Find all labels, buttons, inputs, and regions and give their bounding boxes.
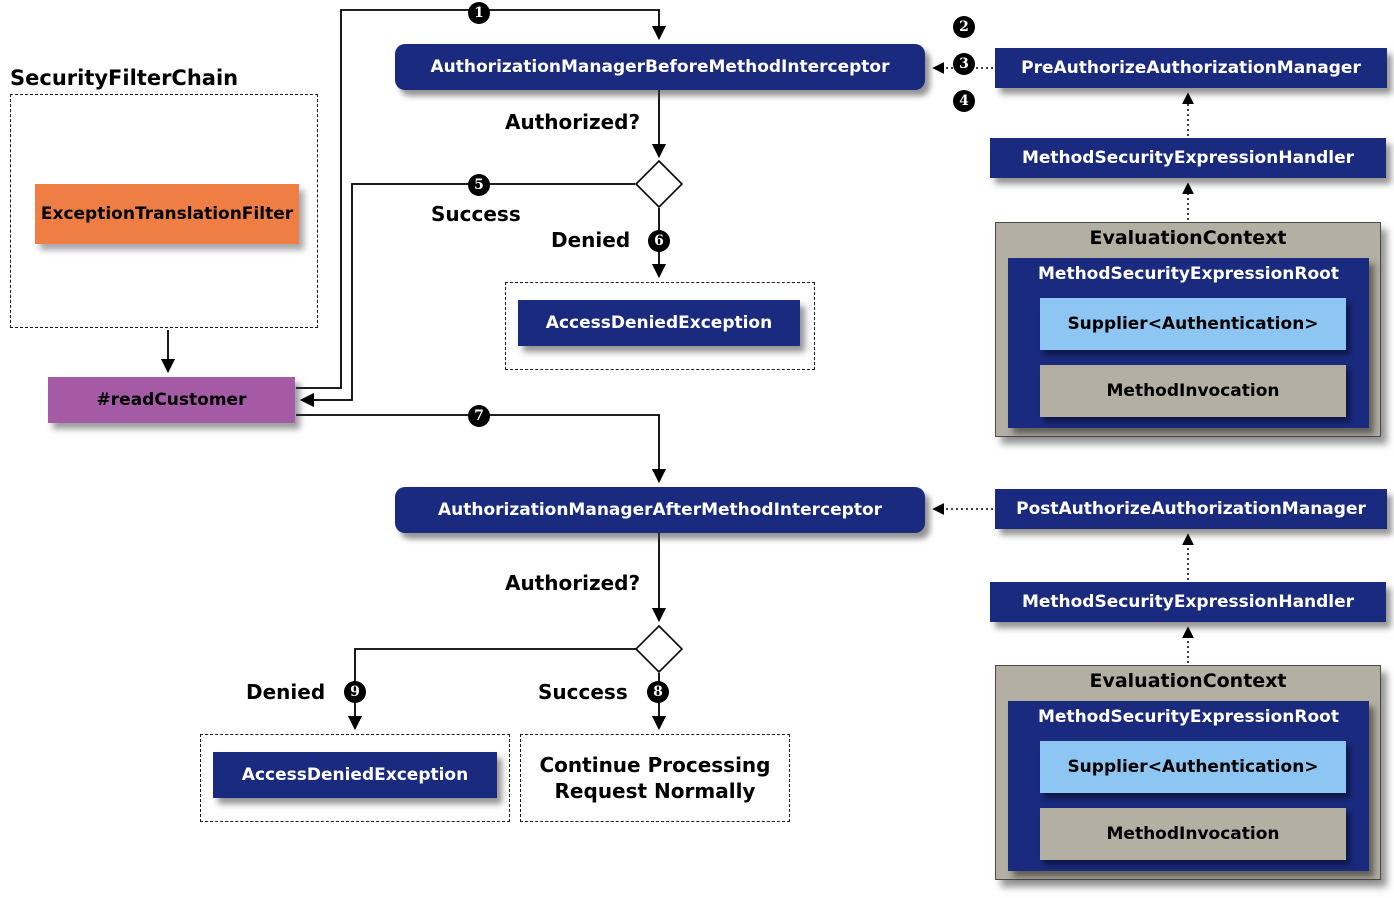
expression-handler-node-bottom: MethodSecurityExpressionHandler	[990, 582, 1386, 622]
step-badge-6: 6	[648, 230, 670, 252]
success-label-top: Success	[431, 202, 521, 226]
authorized-label-top: Authorized?	[505, 110, 641, 134]
step-badge-2: 2	[953, 16, 975, 38]
expression-root-title-bottom: MethodSecurityExpressionRoot	[1038, 707, 1339, 727]
expression-handler-node-top: MethodSecurityExpressionHandler	[990, 138, 1386, 178]
denied-label-bottom: Denied	[246, 680, 326, 704]
supplier-authentication-node-top: Supplier<Authentication>	[1040, 298, 1346, 350]
continue-processing-node: Continue Processing Request Normally	[520, 734, 790, 822]
read-customer-node: #readCustomer	[48, 377, 295, 423]
success-label-bottom: Success	[538, 680, 628, 704]
before-method-interceptor-node: AuthorizationManagerBeforeMethodIntercep…	[395, 44, 925, 90]
flow-readcustomer-to-after-interceptor	[296, 414, 667, 484]
flow-readcustomer-to-before-interceptor	[296, 9, 667, 389]
supplier-authentication-node-bottom: Supplier<Authentication>	[1040, 741, 1346, 793]
access-denied-exception-node-top: AccessDeniedException	[518, 300, 800, 346]
authorized-label-bottom: Authorized?	[505, 571, 641, 595]
step-badge-8: 8	[647, 681, 669, 703]
security-filter-chain-title: SecurityFilterChain	[10, 66, 239, 90]
step-badge-5: 5	[468, 174, 490, 196]
method-invocation-node-bottom: MethodInvocation	[1040, 808, 1346, 860]
evaluation-context-title-top: EvaluationContext	[1089, 227, 1287, 249]
access-denied-exception-node-bottom: AccessDeniedException	[213, 752, 497, 798]
step-badge-4: 4	[953, 90, 975, 112]
decision-diamond-bottom	[634, 624, 684, 674]
step-badge-1: 1	[468, 2, 490, 24]
exception-translation-filter-node: ExceptionTranslationFilter	[35, 184, 299, 244]
step-badge-3: 3	[953, 53, 975, 75]
decision-diamond-top	[634, 159, 684, 209]
post-authorize-manager-node: PostAuthorizeAuthorizationManager	[995, 489, 1387, 529]
expression-root-title-top: MethodSecurityExpressionRoot	[1038, 264, 1339, 284]
step-badge-9: 9	[344, 681, 366, 703]
pre-authorize-manager-node: PreAuthorizeAuthorizationManager	[995, 48, 1387, 88]
after-method-interceptor-node: AuthorizationManagerAfterMethodIntercept…	[395, 487, 925, 533]
evaluation-context-title-bottom: EvaluationContext	[1089, 670, 1287, 692]
denied-label-top: Denied	[551, 228, 631, 252]
flow-success-to-readcustomer	[299, 183, 635, 408]
method-invocation-node-top: MethodInvocation	[1040, 365, 1346, 417]
step-badge-7: 7	[468, 405, 490, 427]
